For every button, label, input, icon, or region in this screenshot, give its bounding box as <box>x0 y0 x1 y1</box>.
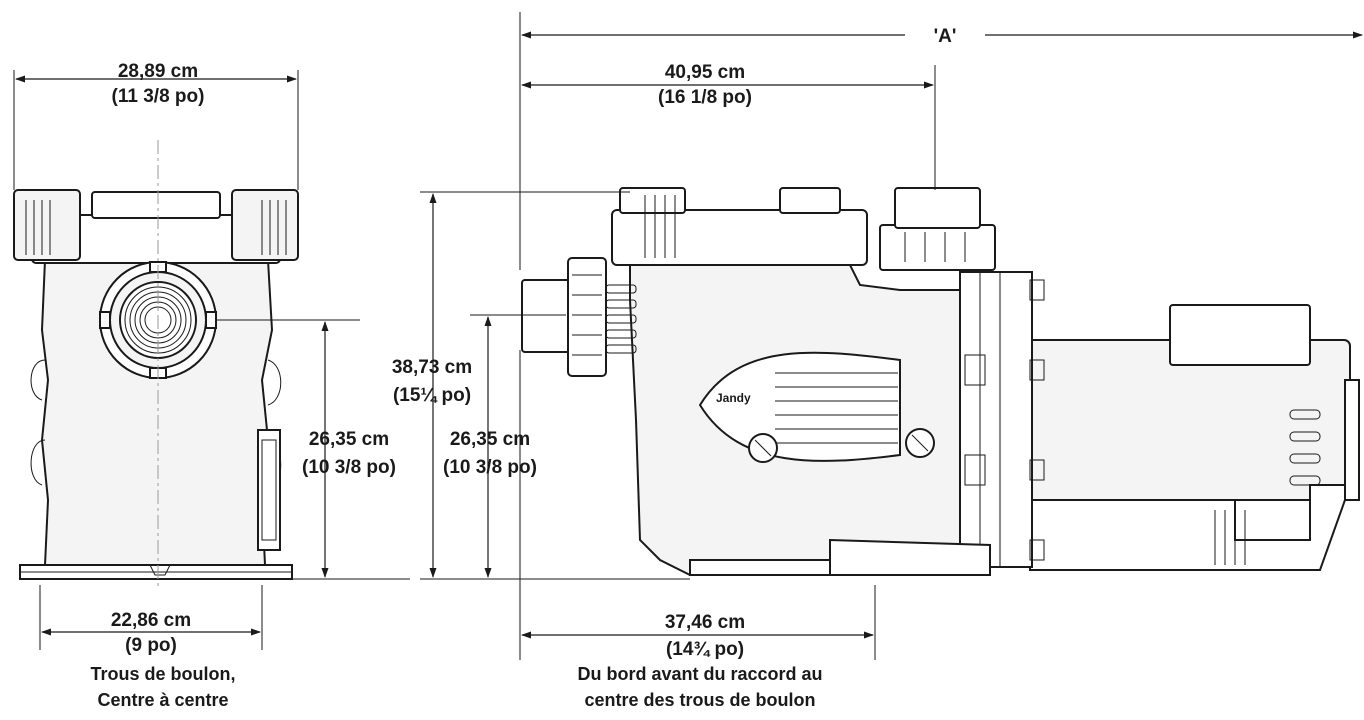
dimension-labels: 'A' 28,89 cm (11 3/8 po) 22,86 cm (9 po)… <box>111 26 957 660</box>
dim-bolt-width-in: (9 po) <box>125 635 177 656</box>
pump-front-view <box>13 189 299 580</box>
dim-top-width-in: (11 3/8 po) <box>112 86 205 107</box>
brand-logo-text: Jandy <box>716 391 751 405</box>
caption-front-line1: Du bord avant du raccord au <box>577 664 822 684</box>
dim-front-bolt-in: (14¾ po) <box>666 639 744 660</box>
dim-inlet-outlet-cm: 40,95 cm <box>665 62 745 83</box>
dim-a-label: 'A' <box>934 26 957 47</box>
pump-side-view: Jandy <box>521 187 1360 577</box>
dim-bolt-width-cm: 22,86 cm <box>111 610 191 631</box>
dim-overall-height-in: (15¼ po) <box>393 385 471 406</box>
dim-front-bolt-cm: 37,46 cm <box>665 612 745 633</box>
caption-bolt-line2: Centre à centre <box>97 690 228 710</box>
dim-overall-height-cm: 38,73 cm <box>392 357 472 378</box>
dim-side-height-in: (10 3/8 po) <box>443 457 537 478</box>
dim-side-height-cm: 26,35 cm <box>450 429 530 450</box>
caption-bolt-line1: Trous de boulon, <box>91 664 236 684</box>
dim-left-height-cm: 26,35 cm <box>309 429 389 450</box>
captions: Trous de boulon, Centre à centre Du bord… <box>91 664 823 710</box>
caption-front-line2: centre des trous de boulon <box>584 690 815 710</box>
dimension-lines <box>15 31 1363 639</box>
dim-top-width-cm: 28,89 cm <box>118 61 198 82</box>
extension-lines <box>13 12 936 660</box>
dim-left-height-in: (10 3/8 po) <box>302 457 396 478</box>
dim-inlet-outlet-in: (16 1/8 po) <box>658 87 752 108</box>
